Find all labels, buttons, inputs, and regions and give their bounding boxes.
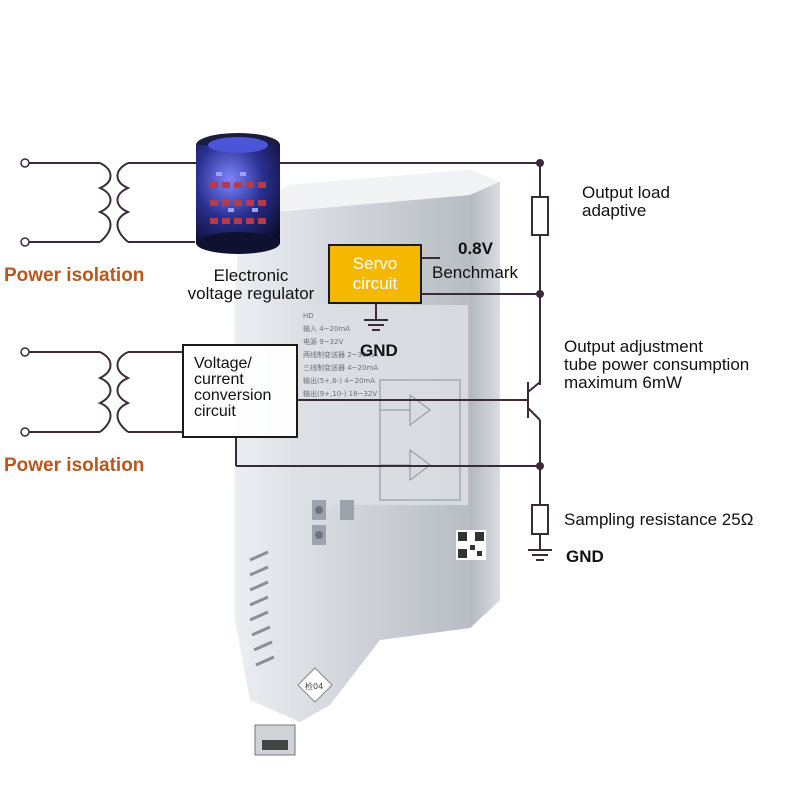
module-spec-2: 电源 9~32V	[303, 337, 343, 346]
gnd-label-servo: GND	[360, 341, 398, 360]
ground-symbol-servo	[364, 319, 388, 331]
reference-voltage-label: 0.8V	[458, 239, 493, 258]
vent-slots	[249, 550, 275, 667]
module-spec-4: 三线制变送器 4~20mA	[303, 363, 378, 372]
junction-dots	[536, 159, 544, 470]
sampling-resistor	[531, 504, 549, 535]
transformer-bottom	[97, 351, 131, 433]
electronic-regulator-label: Electronic voltage regulator	[187, 266, 315, 303]
servo-circuit-box: Servo circuit	[328, 244, 422, 304]
din-rail-clip	[254, 724, 296, 756]
conversion-circuit-box: Voltage/ current conversion circuit	[182, 344, 298, 438]
load-resistor	[531, 196, 549, 236]
benchmark-label: Benchmark	[432, 263, 518, 282]
voltage-regulator-coil	[196, 133, 280, 254]
qr-code	[456, 530, 486, 560]
module-spec-1: 输入 4~20mA	[303, 324, 350, 333]
power-isolation-label-bottom: Power isolation	[4, 455, 145, 476]
module-spec-5: 输出(5+,6-) 4~20mA	[303, 376, 375, 385]
module-label-panel: HD 输入 4~20mA 电源 9~32V 两线制变送器 2~30mA 三线制变…	[303, 312, 378, 398]
ground-symbol-output	[528, 549, 552, 561]
isolator-module: HD 输入 4~20mA 电源 9~32V 两线制变送器 2~30mA 三线制变…	[235, 170, 500, 756]
inspection-tag: 检04	[297, 667, 333, 703]
output-adjustment-label: Output adjustment tube power consumption…	[564, 337, 750, 392]
output-load-label: Output load adaptive	[582, 183, 670, 220]
module-tag: HD	[303, 312, 314, 320]
module-spec-3: 两线制变送器 2~30mA	[303, 350, 378, 359]
module-spec-6: 输出(9+,10-) 18~32V	[303, 389, 377, 398]
power-isolation-label-top: Power isolation	[4, 265, 145, 286]
terminal-points	[20, 158, 30, 437]
transformer-top	[97, 162, 131, 243]
gnd-label-output: GND	[566, 547, 604, 566]
module-terminals	[312, 500, 354, 545]
inspection-tag-text: 检04	[305, 681, 323, 691]
sampling-resistance-label: Sampling resistance 25Ω	[564, 510, 754, 529]
